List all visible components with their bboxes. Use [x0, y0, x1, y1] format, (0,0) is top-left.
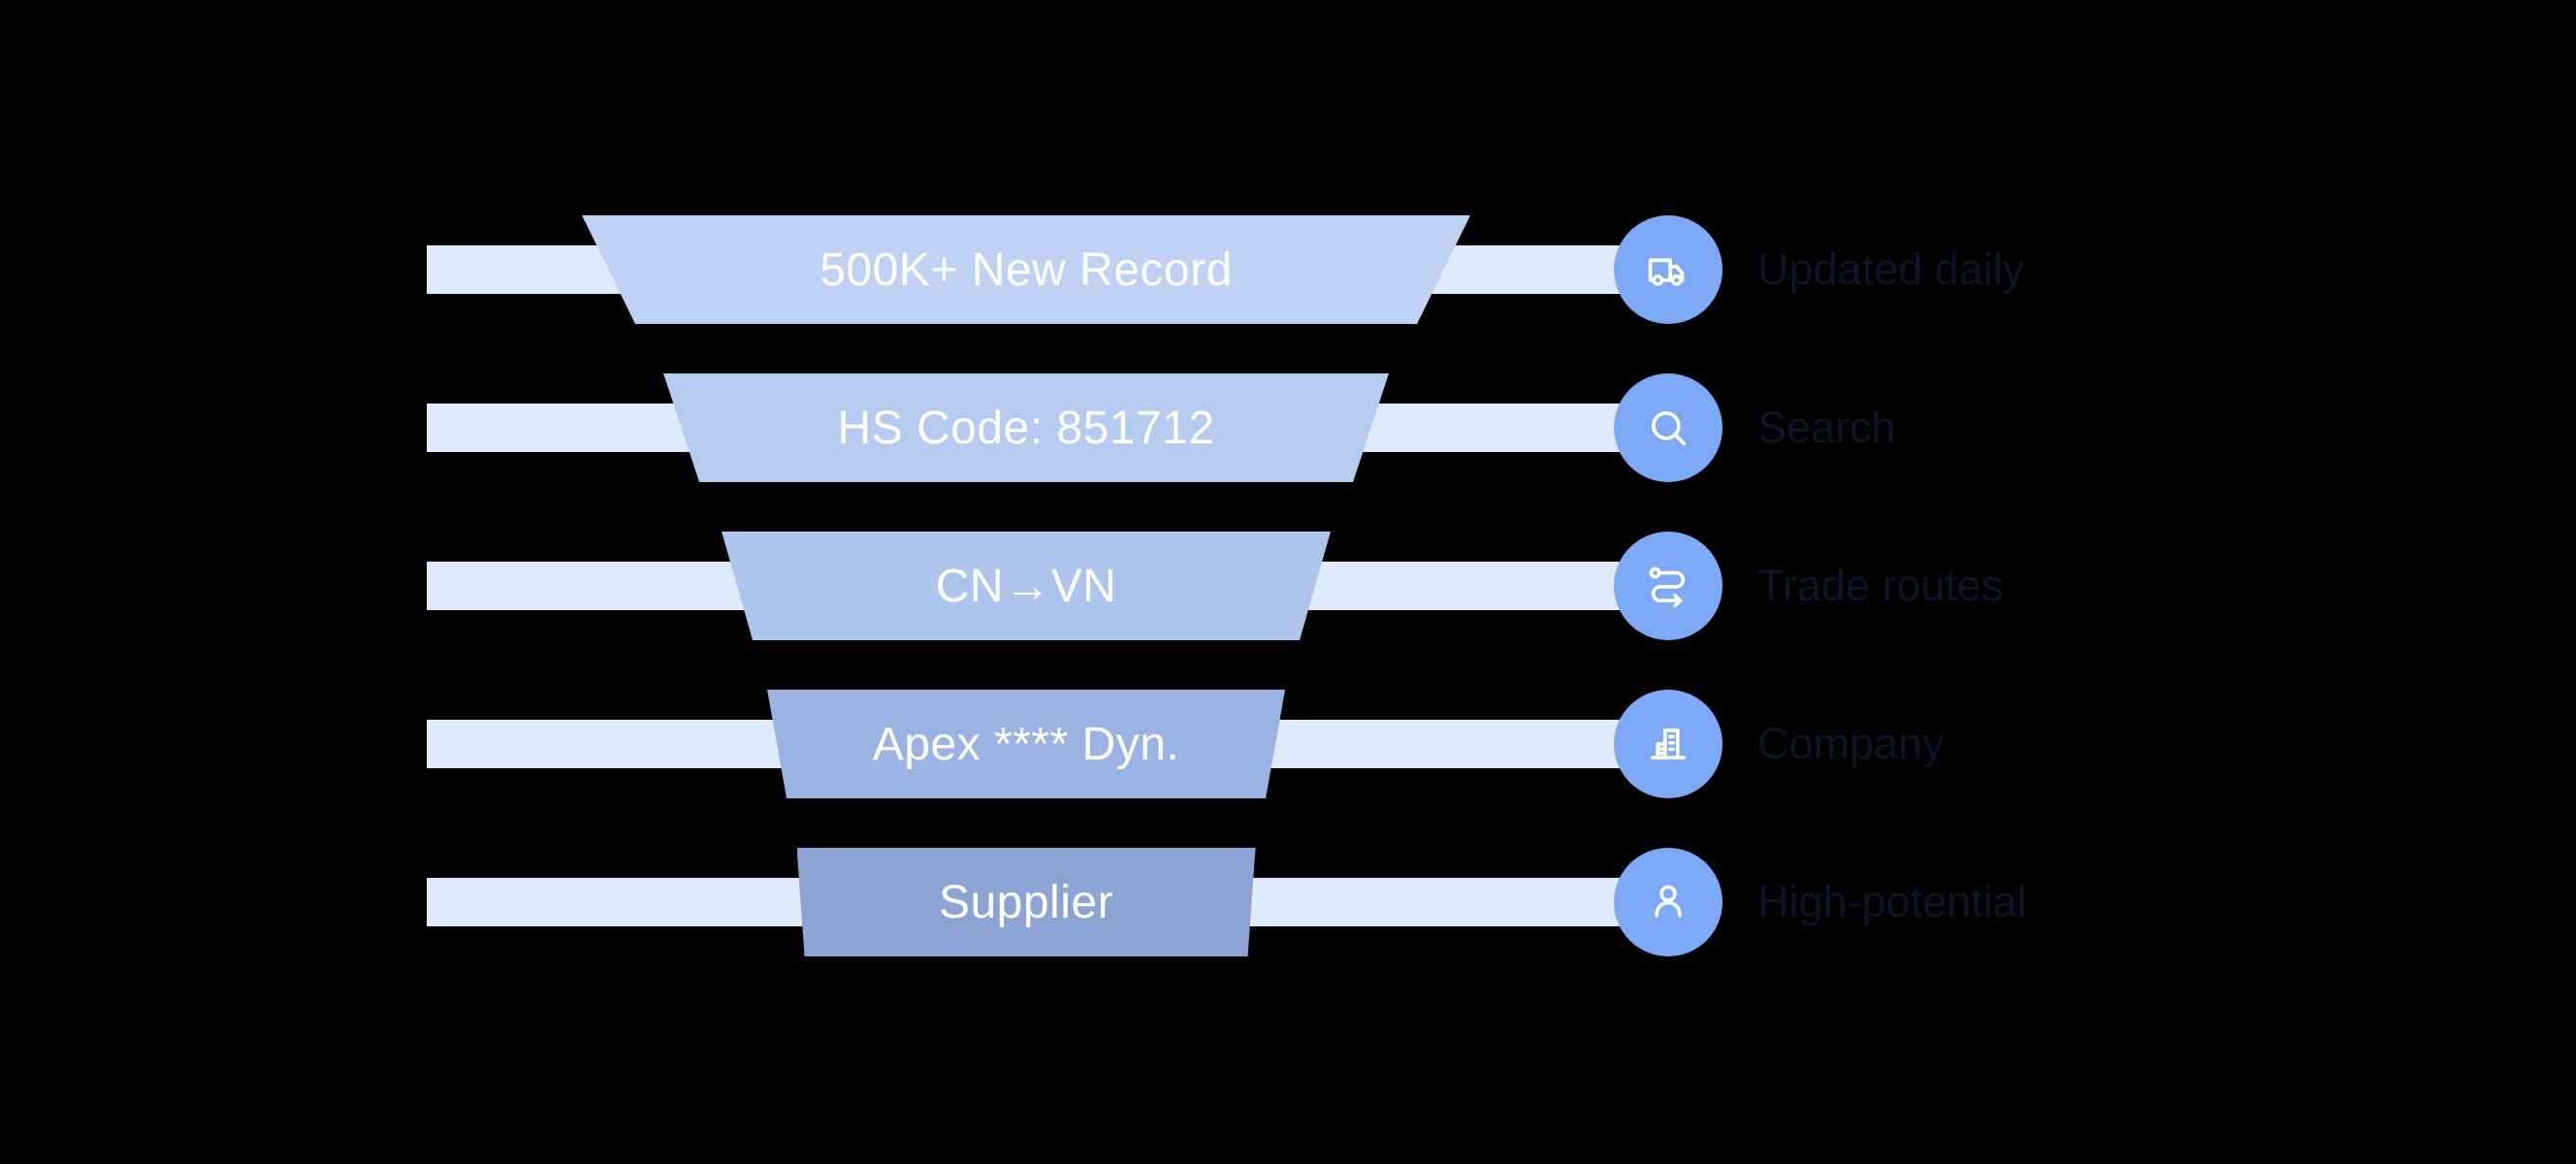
- icon-circle: [1614, 848, 1723, 956]
- building-icon: [1643, 719, 1693, 769]
- funnel-stage: HS Code: 851712: [663, 373, 1389, 482]
- funnel-stage-label: HS Code: 851712: [837, 402, 1215, 454]
- funnel-row: CN→VN Trade routes: [0, 507, 2576, 664]
- funnel-stage-label: Supplier: [938, 876, 1114, 928]
- funnel-row: Supplier High-potential: [0, 824, 2576, 981]
- funnel-row: Apex **** Dyn. Company: [0, 665, 2576, 823]
- icon-circle: [1614, 532, 1723, 640]
- icon-circle: [1614, 373, 1723, 482]
- truck-icon: [1643, 244, 1693, 295]
- row-label: Search: [1757, 403, 1896, 452]
- row-label: Company: [1757, 719, 1945, 768]
- user-icon: [1643, 877, 1693, 927]
- funnel-stage: CN→VN: [722, 532, 1331, 640]
- icon-circle: [1614, 690, 1723, 798]
- funnel-stage-label: Apex **** Dyn.: [872, 718, 1180, 770]
- row-label: Updated daily: [1757, 244, 2025, 294]
- row-label: High-potential: [1757, 877, 2027, 926]
- row-label: Trade routes: [1757, 561, 2004, 610]
- funnel-stage: Supplier: [797, 848, 1256, 956]
- funnel-row: 500K+ New Record Updated daily: [0, 191, 2576, 348]
- icon-circle: [1614, 215, 1723, 324]
- route-icon: [1643, 561, 1693, 611]
- funnel-stage-label: 500K+ New Record: [820, 243, 1233, 296]
- funnel-stage-label: CN→VN: [935, 560, 1117, 612]
- funnel-stage: 500K+ New Record: [582, 215, 1470, 324]
- search-icon: [1643, 403, 1693, 453]
- funnel-stage: Apex **** Dyn.: [767, 690, 1285, 798]
- funnel-row: HS Code: 851712 Search: [0, 349, 2576, 506]
